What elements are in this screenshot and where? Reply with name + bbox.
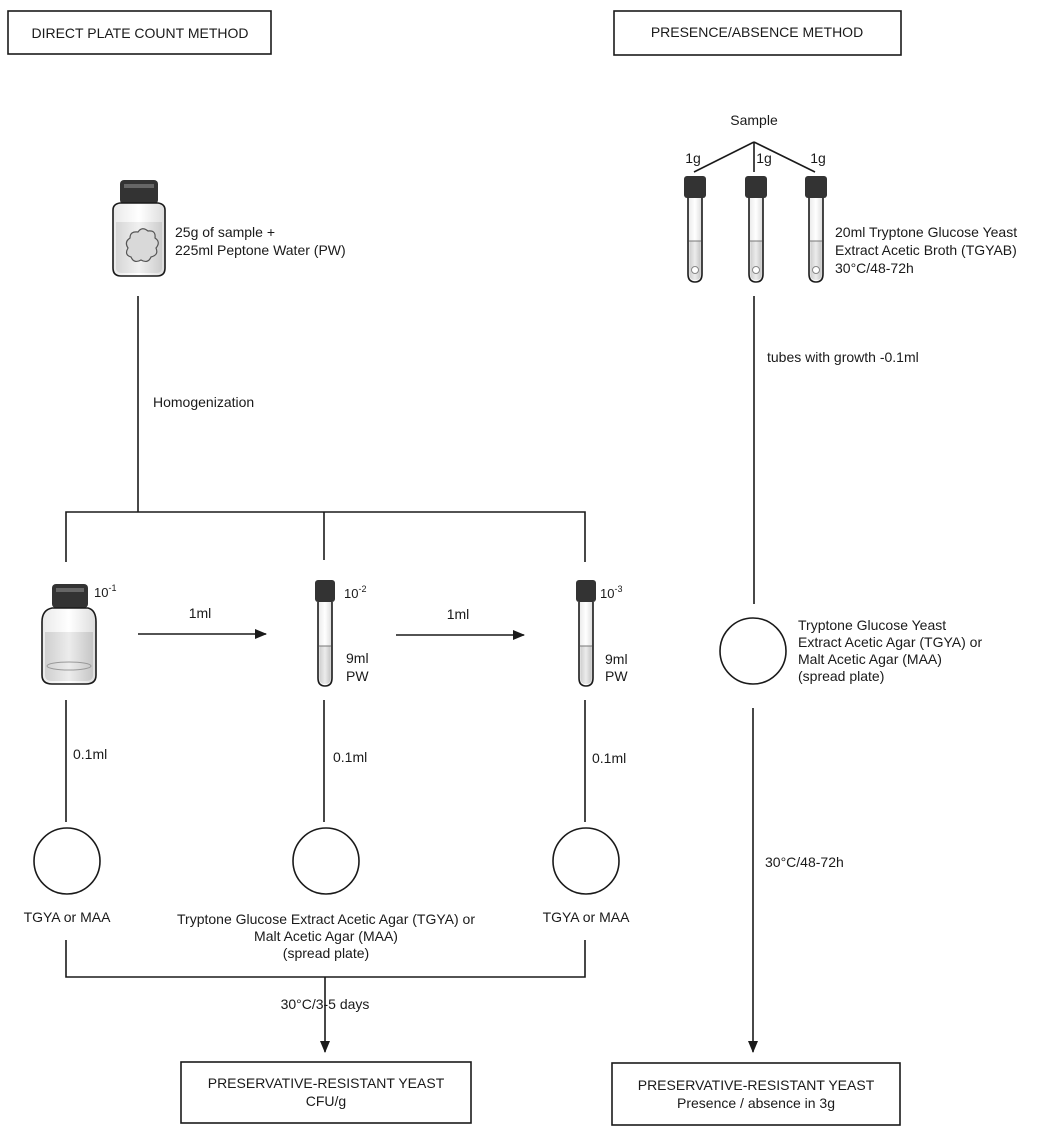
plate-2-medium-line1: Tryptone Glucose Extract Acetic Agar (TG… bbox=[177, 911, 475, 927]
agar-label-line2: Extract Acetic Agar (TGYA) or bbox=[798, 634, 982, 650]
agar-label-line4: (spread plate) bbox=[798, 668, 884, 684]
right-result-line2: Presence / absence in 3g bbox=[677, 1095, 835, 1111]
plate-3-medium: TGYA or MAA bbox=[543, 909, 631, 925]
plating-volume-3: 0.1ml bbox=[592, 750, 626, 766]
homogenization-label: Homogenization bbox=[153, 394, 254, 410]
broth-tube-1-icon bbox=[684, 176, 706, 283]
transfer-1-label: 1ml bbox=[189, 605, 212, 621]
split-line-left bbox=[693, 141, 755, 173]
plating-volume-1: 0.1ml bbox=[73, 746, 107, 762]
broth-label-line2: Extract Acetic Broth (TGYAB) bbox=[835, 242, 1017, 258]
agar-label-line1: Tryptone Glucose Yeast bbox=[798, 617, 946, 633]
broth-tube-2-icon bbox=[745, 176, 767, 283]
right-result-line1: PRESERVATIVE-RESISTANT YEAST bbox=[638, 1077, 875, 1093]
broth-tube-3-icon bbox=[805, 176, 827, 283]
sample-label: Sample bbox=[730, 112, 778, 128]
plate-2-medium-line3: (spread plate) bbox=[283, 945, 369, 961]
sample-label-line1: 25g of sample + bbox=[175, 224, 275, 240]
left-result-box: PRESERVATIVE-RESISTANT YEAST CFU/g bbox=[180, 1061, 472, 1124]
right-header-text: PRESENCE/ABSENCE METHOD bbox=[651, 24, 863, 40]
right-petri-plate bbox=[719, 617, 787, 685]
growth-label: tubes with growth -0.1ml bbox=[767, 349, 919, 365]
tube-3-volume: 9ml bbox=[605, 651, 628, 667]
plate-1-medium: TGYA or MAA bbox=[24, 909, 112, 925]
petri-plate-1 bbox=[33, 827, 101, 895]
dilution-3-label: 10-3 bbox=[600, 584, 622, 601]
right-result-box: PRESERVATIVE-RESISTANT YEAST Presence / … bbox=[611, 1062, 901, 1126]
left-result-line2: CFU/g bbox=[306, 1093, 346, 1109]
tube-2-diluent: PW bbox=[346, 668, 369, 684]
aliquot-2-label: 1g bbox=[756, 150, 772, 166]
distribution-bracket bbox=[65, 511, 586, 562]
left-result-line1: PRESERVATIVE-RESISTANT YEAST bbox=[208, 1075, 445, 1091]
broth-label-line3: 30°C/48-72h bbox=[835, 260, 914, 276]
petri-plate-2 bbox=[292, 827, 360, 895]
right-incubation-label: 30°C/48-72h bbox=[765, 854, 844, 870]
left-incubation-label: 30°C/3-5 days bbox=[281, 996, 370, 1012]
broth-label-line1: 20ml Tryptone Glucose Yeast bbox=[835, 224, 1017, 240]
tube-2-volume: 9ml bbox=[346, 650, 369, 666]
sample-jar-icon bbox=[112, 180, 166, 277]
transfer-2-label: 1ml bbox=[447, 606, 470, 622]
tube-3-diluent: PW bbox=[605, 668, 628, 684]
sample-label-line2: 225ml Peptone Water (PW) bbox=[175, 242, 346, 258]
split-line-right bbox=[753, 141, 816, 173]
left-header-box: DIRECT PLATE COUNT METHOD bbox=[7, 10, 272, 55]
dilution-bottle-icon bbox=[41, 584, 97, 685]
dilution-tube-3-icon bbox=[576, 580, 596, 687]
dilution-1-label: 10-1 bbox=[94, 583, 116, 600]
agar-label-line3: Malt Acetic Agar (MAA) bbox=[798, 651, 942, 667]
aliquot-1-label: 1g bbox=[685, 150, 701, 166]
plating-volume-2: 0.1ml bbox=[333, 749, 367, 765]
right-header-box: PRESENCE/ABSENCE METHOD bbox=[613, 10, 902, 56]
petri-plate-3 bbox=[552, 827, 620, 895]
left-header-text: DIRECT PLATE COUNT METHOD bbox=[31, 25, 248, 41]
plate-2-medium-line2: Malt Acetic Agar (MAA) bbox=[254, 928, 398, 944]
aliquot-3-label: 1g bbox=[810, 150, 826, 166]
dilution-tube-2-icon bbox=[315, 580, 335, 687]
dilution-2-label: 10-2 bbox=[344, 584, 366, 601]
